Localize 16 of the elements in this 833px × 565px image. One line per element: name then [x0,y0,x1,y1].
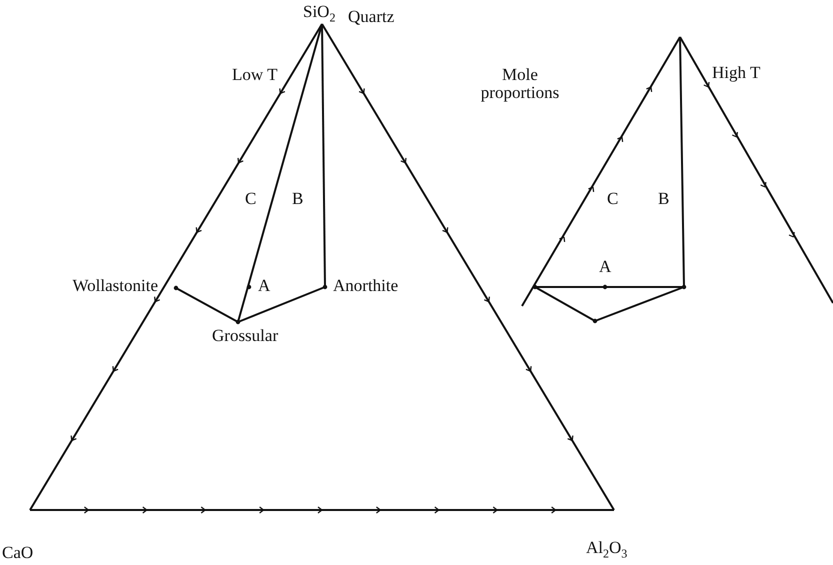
vertex-label: CaO [2,544,34,562]
field-label: B [658,190,670,208]
field-label: C [607,190,618,208]
phase-label: Anorthite [333,277,398,295]
condition-label: High T [712,64,760,82]
phase-label: Grossular [212,327,278,345]
point-label: A [599,258,612,276]
vertex-label: Al$_{2}$O$_{3}$ [586,539,628,562]
point-label: A [258,277,270,295]
condition-label: Low T [232,66,278,84]
phase-label: Wollastonite [71,277,158,295]
vertex-label: SiO$_{2}$ [303,3,336,26]
field-label: C [245,190,256,208]
phase-label: Quartz [348,8,394,26]
field-label: B [292,190,304,208]
note: Mole proportions [480,66,560,102]
